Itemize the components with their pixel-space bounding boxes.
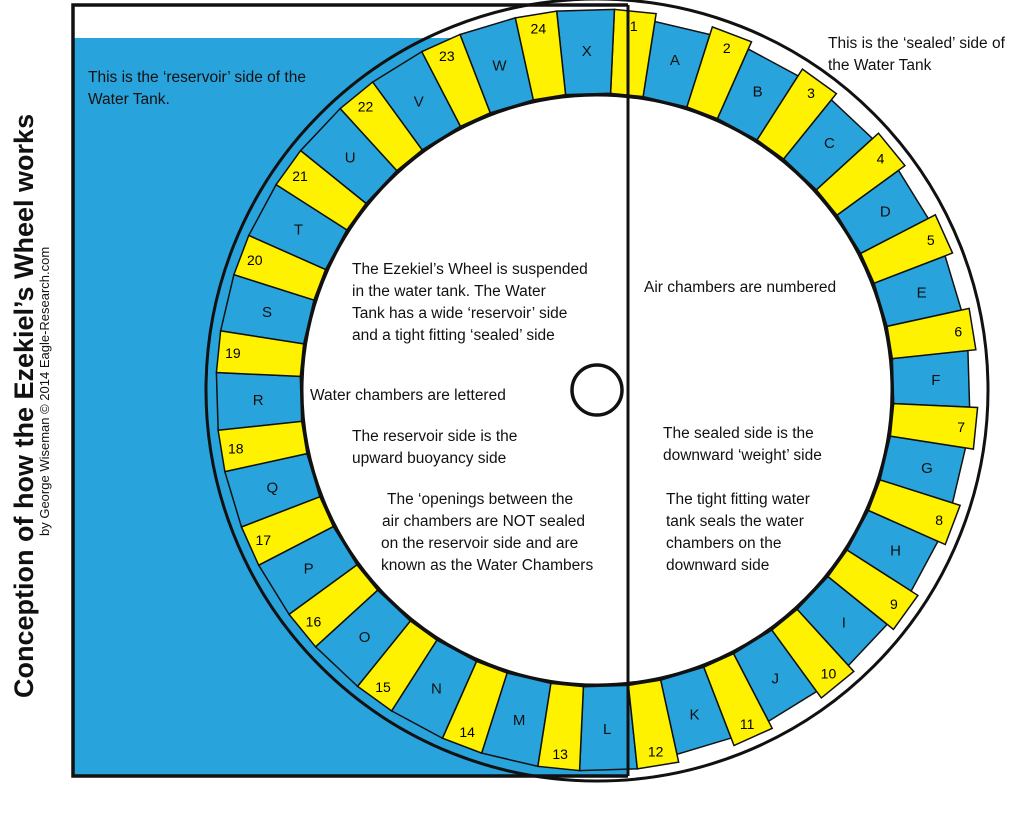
air-chamber-label-3: 3 [807,85,815,101]
water-chamber-label-Q: Q [267,480,279,497]
water-chamber-label-I: I [842,614,846,631]
air-chamber-label-20: 20 [247,252,263,268]
air-chamber-17 [240,495,335,567]
note-air-numbered: Air chambers are numbered [644,279,836,296]
water-tank-reservoir-outline [71,3,628,778]
note-suspended: The Ezekiel’s Wheel is suspended in the … [352,261,592,344]
water-chamber-label-B: B [753,83,763,100]
chamber-labels: 1A 2B 3C 4D 5E 6F 7G 8H 9I 10 J 11 K 12 L 13 M 14 N 15 O 16 P 1… [225,18,965,762]
air-chamber-10 [770,608,855,700]
air-chamber-6 [886,307,977,360]
water-chamber-label-T: T [294,221,303,238]
water-chamber-label-F: F [931,372,940,389]
note-reservoir-buoyancy: The reservoir side is the upward buoyanc… [352,428,522,467]
water-chamber-label-L: L [603,721,611,738]
diagram-title: Conception of how the Ezekiel’s Wheel wo… [9,114,39,698]
water-chamber-label-G: G [921,460,933,477]
air-chamber-14 [441,660,509,755]
water-chamber-label-O: O [359,629,371,646]
water-chamber-label-V: V [414,94,424,111]
air-chamber-label-19: 19 [225,345,241,361]
air-chamber-label-11: 11 [740,716,755,732]
air-chamber-label-1: 1 [630,18,638,34]
air-chamber-11 [702,652,774,747]
air-chamber-2 [685,25,753,120]
air-chamber-16 [287,563,379,648]
air-chamber-label-7: 7 [957,419,965,435]
air-chamber-15 [356,620,438,712]
water-chamber-label-J: J [772,670,780,687]
water-chamber-label-E: E [917,284,927,301]
air-chamber-label-5: 5 [927,232,935,248]
air-chamber-21 [275,149,367,231]
air-chamber-label-10: 10 [821,666,837,682]
air-chamber-7 [889,402,979,450]
water-chamber-label-K: K [690,707,700,724]
water-chamber-label-C: C [824,135,835,152]
air-chamber-9 [827,549,919,631]
air-chamber-label-22: 22 [358,98,374,114]
air-chamber-label-23: 23 [439,48,455,64]
air-chamber-label-17: 17 [255,532,271,548]
air-chamber-label-24: 24 [531,21,547,37]
air-chamber-18 [217,420,308,473]
air-chamber-13 [537,682,585,772]
air-chamber-label-8: 8 [935,512,943,528]
air-chamber-label-14: 14 [459,724,475,740]
water-chamber-label-P: P [304,560,314,577]
chamber-ring [215,8,979,772]
water-chamber-label-X: X [582,43,592,60]
note-tight-fitting: The tight fitting water tank seals the w… [666,491,814,574]
note-sealed-weight: The sealed side is the downward ‘weight’… [663,425,822,464]
note-water-lettered: Water chambers are lettered [310,387,506,404]
air-chamber-label-13: 13 [552,746,568,762]
air-chamber-label-6: 6 [954,323,962,339]
air-chamber-19 [215,330,305,378]
air-chamber-label-4: 4 [877,151,885,167]
air-chamber-3 [756,68,838,160]
air-chamber-label-12: 12 [648,743,664,759]
air-chamber-label-18: 18 [228,441,244,457]
air-chamber-label-16: 16 [306,613,322,629]
diagram-byline: by George Wiseman © 2014 Eagle-Research.… [37,247,52,536]
air-chamber-5 [859,213,954,285]
water-chamber-label-S: S [262,304,272,321]
note-sealed-side: This is the ‘sealed’ side of the Water T… [828,35,1009,74]
water-chamber-label-U: U [345,150,356,167]
note-reservoir-side: This is the ‘reservoir’ side of the Wate… [88,69,310,108]
air-chamber-8 [867,478,962,546]
wheel-outer-rim [204,0,990,783]
air-chamber-4 [815,132,907,217]
air-chamber-20 [232,234,327,302]
water-chamber-label-N: N [431,681,442,698]
air-chamber-label-21: 21 [292,168,308,184]
air-chamber-12 [627,679,680,770]
water-chamber-label-H: H [890,543,901,560]
water-chamber-label-R: R [253,392,264,409]
air-chamber-label-2: 2 [723,40,731,56]
air-chamber-23 [420,33,492,128]
air-chamber-label-15: 15 [375,679,391,695]
air-chamber-22 [339,80,424,172]
water-chamber-label-A: A [670,52,680,69]
axle-hub [570,363,624,417]
air-chamber-24 [514,10,567,101]
water-chamber-label-W: W [492,57,507,74]
note-openings: The ‘openings between the air chambers a… [381,491,593,574]
water-chamber-label-M: M [513,712,526,729]
air-chamber-label-9: 9 [890,596,898,612]
water-chamber-label-D: D [880,204,891,221]
